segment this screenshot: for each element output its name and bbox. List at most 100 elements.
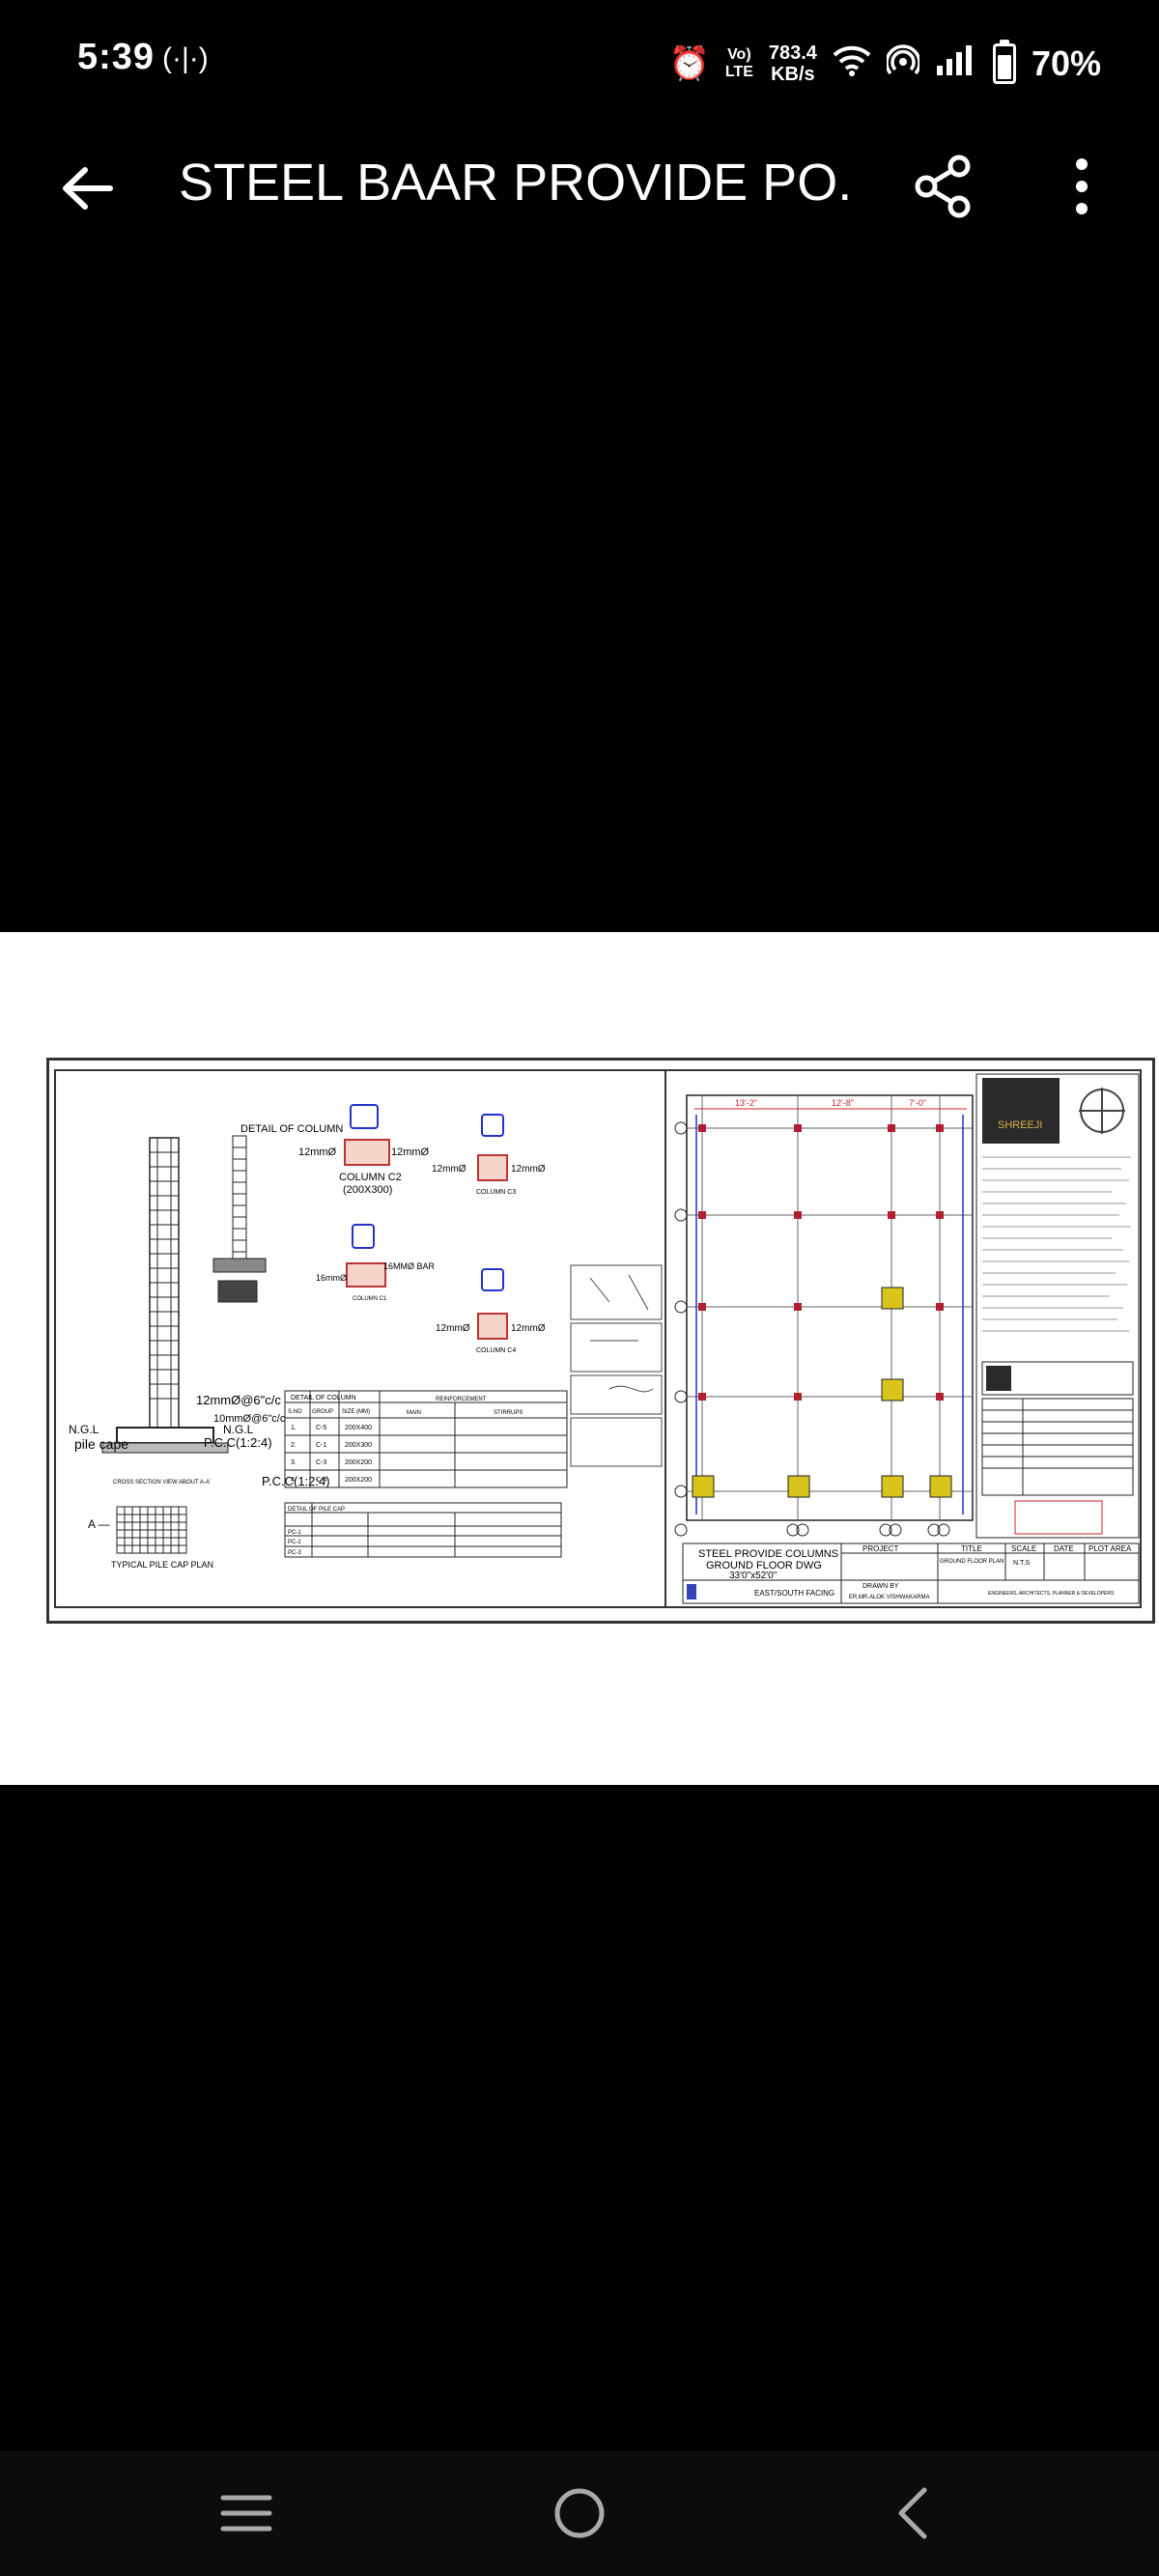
navigation-bar [0,2450,1159,2576]
label-column-c3: COLUMN C3 [476,1189,516,1196]
battery-icon [992,40,1016,84]
row4-size: 200X200 [345,1477,372,1484]
document-viewport[interactable]: DETAIL OF COLUMN 12mmØ@6"c/c 10mmØ@6"c/c… [0,932,1159,1785]
pile-cap-plan [116,1506,187,1554]
wifi-icon [833,43,871,84]
label-pcc-2: P.C.C(1:2:4) [262,1474,330,1488]
nav-back-button[interactable] [869,2479,956,2547]
column-elevation-secondary [212,1135,267,1303]
column-section-c1 [346,1224,386,1288]
pile-row-3: PC-3 [288,1550,301,1556]
label-bar-12-d: 12mmØ [511,1164,546,1175]
label-column-c2-size: (200X300) [343,1184,392,1196]
network-speed-unit: KB/s [771,64,815,85]
volte-icon: Vo) LTE [725,46,753,81]
more-options-button[interactable] [1062,153,1101,220]
status-time: 5:39 [77,37,155,77]
column-section-c2 [344,1104,390,1166]
chevron-left-icon [898,2487,927,2539]
pile-row-1: PC-1 [288,1530,301,1536]
table-header-reinforcement: REINFORCEMENT [436,1397,487,1402]
document-title: STEEL BAAR PROVIDE PO... [179,154,855,212]
tb-size: 33'0"x52'0" [729,1571,777,1581]
signal-icon [935,44,974,83]
tb-plot-area-label: PLOT AREA [1088,1544,1132,1553]
tb-title-value: GROUND FLOOR PLAN [940,1559,1004,1565]
volte-top-label: Vo) [727,46,751,63]
table-subheader-stirrups: STIRRUPS [494,1410,523,1416]
column-detail-table [284,1390,568,1488]
label-ngl-right: N.G.L [223,1423,254,1436]
home-button[interactable] [536,2479,623,2547]
plan-title-block [682,1543,1140,1604]
volte-bottom-label: LTE [724,64,753,80]
label-ring-6: 12mmØ@6"c/c [196,1393,281,1407]
row2-group: C-1 [316,1442,326,1449]
tb-firm: ENGINEERS, ARCHITECTS, PLANNER & DEVELOP… [988,1591,1115,1597]
table-header-group: GROUP [312,1409,333,1415]
row3-group: C-3 [316,1459,326,1466]
tb-sub-title: GROUND FLOOR DWG [706,1560,822,1571]
label-bar-12-b: 12mmØ [391,1146,430,1158]
pile-row-2: PC-2 [288,1540,301,1545]
more-vertical-icon [1076,158,1088,214]
share-icon [915,155,971,218]
row1-sno: 1. [291,1425,297,1431]
column-elevation-main [101,1137,229,1454]
row4-sno: 4. [291,1477,297,1484]
app-bar: STEEL BAAR PROVIDE PO... [0,126,1159,251]
tb-drawn-by: ER.MR.ALOK VISHWAKARMA [849,1595,929,1600]
label-pcc: P.C.C(1:2:4) [204,1435,272,1450]
tb-drawn-by-label: DRAWN BY [862,1583,899,1590]
label-ngl-left: N.G.L [69,1423,99,1436]
row3-sno: 3. [291,1459,297,1466]
label-bar-16-bar: 16MMØ BAR [383,1261,436,1271]
table-title: DETAIL OF COLUMN [291,1395,356,1401]
label-detail-of-column: DETAIL OF COLUMN [240,1123,343,1135]
label-column-c2: COLUMN C2 [339,1172,402,1183]
column-section-c4 [477,1268,508,1340]
arrow-left-icon [63,167,113,210]
dim-top-2: 12'-8" [832,1098,854,1108]
section-marker: A — [88,1517,110,1531]
tb-scale-value: N.T.S [1013,1560,1030,1567]
label-bar-12-c: 12mmØ [432,1164,466,1175]
pile-cap-table [284,1502,562,1558]
column-section-c3 [477,1114,508,1181]
battery-percent: 70% [1031,43,1101,83]
table-subheader-main: MAIN [407,1410,421,1416]
recent-apps-button[interactable] [203,2479,290,2547]
grid-plan [674,1094,974,1537]
label-cross-section: CROSS SECTION VIEW ABOUT A-A' [113,1480,211,1486]
tb-title-label: TITLE [961,1544,982,1553]
label-column-c1: COLUMN C1 [353,1296,387,1302]
table-header-size: SIZE (MM) [342,1409,370,1415]
back-button[interactable] [53,155,121,222]
hotspot-icon [885,43,921,84]
label-bar-12-f: 12mmØ [511,1323,546,1334]
dim-top-3: 7'-0" [909,1098,926,1108]
cad-drawing[interactable]: DETAIL OF COLUMN 12mmØ@6"c/c 10mmØ@6"c/c… [46,1058,1155,1624]
row2-sno: 2. [291,1442,297,1449]
row1-size: 200X400 [345,1425,372,1431]
table-header-sno: S.NO [288,1409,302,1415]
row3-size: 200X200 [345,1459,372,1466]
share-button[interactable] [913,153,980,220]
brand-logo-text: SHREEJI [998,1119,1042,1131]
notes-panel [975,1073,1140,1539]
label-column-c4: COLUMN C4 [476,1347,516,1354]
hamburger-icon [220,2495,272,2532]
alarm-icon: ⏰ [668,45,710,82]
label-pile-cap: pile cape [74,1436,128,1452]
tb-project-label: PROJECT [862,1544,898,1553]
tb-main-title: STEEL PROVIDE COLUMNS [698,1548,838,1560]
battery-level [997,54,1011,79]
dim-top-1: 13'-2" [735,1098,757,1108]
home-circle-icon [554,2488,605,2538]
status-icons: ⏰ Vo) LTE 783.4 KB/s 70% [668,35,1101,93]
status-bar: 5:39 (·|·) ⏰ Vo) LTE 783.4 KB/s 70% [0,0,1159,126]
row1-group: C-5 [316,1425,326,1431]
network-speed: 783.4 KB/s [769,42,817,85]
label-bar-16: 16mmØ [316,1273,347,1283]
